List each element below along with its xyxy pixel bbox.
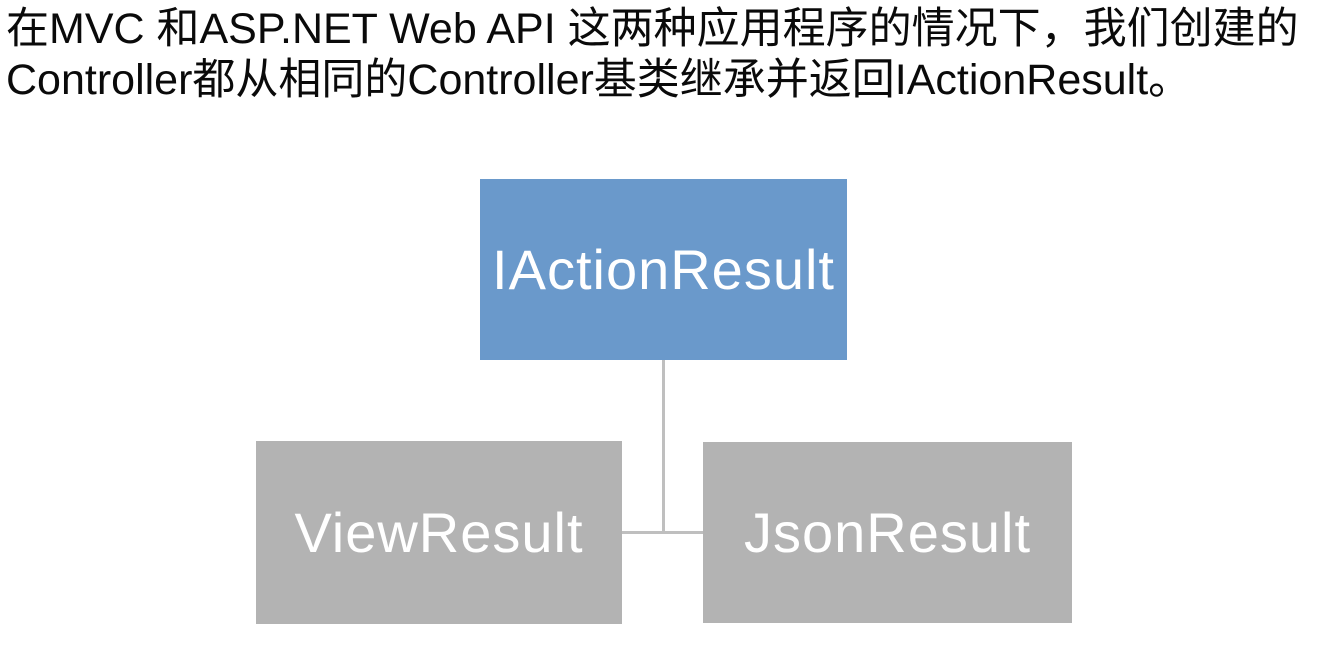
connector-vertical-line [662,360,665,534]
node-viewresult: ViewResult [256,441,622,624]
node-jsonresult-label: JsonResult [743,501,1032,564]
caption-line-2: Controller都从相同的Controller基类继承并返回IActionR… [6,56,1192,104]
caption-line-1: 在MVC 和ASP.NET Web API 这两种应用程序的情况下，我们创建的 [6,5,1299,53]
caption-text: 在MVC 和ASP.NET Web API 这两种应用程序的情况下，我们创建的 … [6,4,1336,106]
node-viewresult-label: ViewResult [294,501,584,564]
node-iactionresult-label: IActionResult [492,238,835,301]
node-jsonresult: JsonResult [703,442,1072,623]
connector-horizontal-line [622,531,703,534]
node-iactionresult: IActionResult [480,179,847,360]
